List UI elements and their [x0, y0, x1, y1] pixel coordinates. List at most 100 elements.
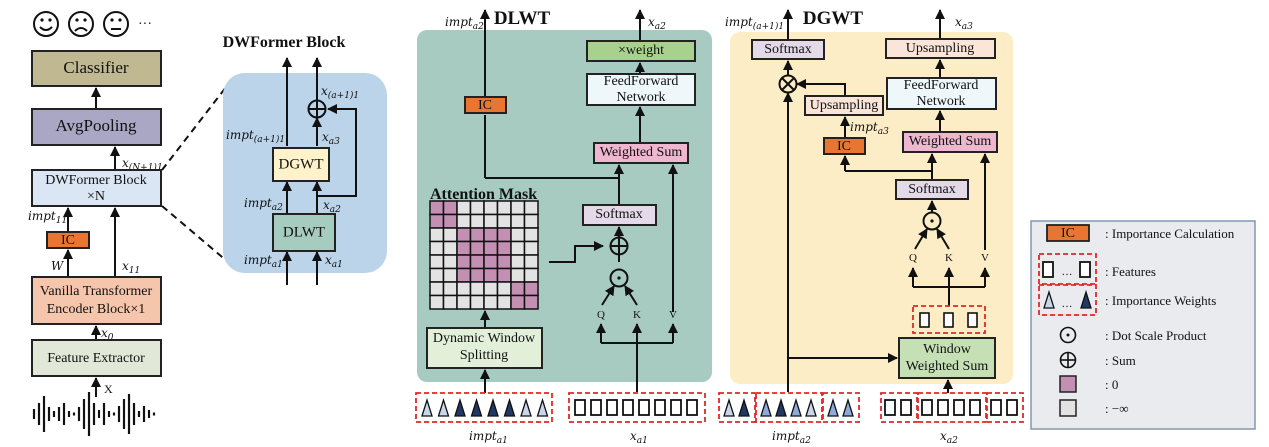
label-x-a3: xa3 [322, 130, 340, 147]
features-group [568, 392, 706, 423]
dwformer-block-box [31, 169, 162, 207]
mask-cell-neg-inf [456, 213, 472, 229]
label-W: W [51, 259, 65, 273]
importance-weight-dark [1080, 289, 1092, 309]
mask-cell-zero [442, 213, 458, 229]
vanilla-transformer-box [31, 276, 162, 325]
mask-cell-neg-inf [496, 213, 512, 229]
softmax-box [895, 179, 969, 200]
label-x-a2: xa2 [323, 198, 341, 215]
mask-cell-zero [483, 267, 499, 283]
weighted-sum-label: Weighted Sum [909, 134, 992, 149]
emotion-ellipsis: ··· [138, 17, 152, 32]
sum-operator-icon [307, 99, 327, 119]
importance-weight-light [723, 397, 735, 417]
mask-cell-zero [496, 227, 512, 243]
legend-label: : Features [1105, 264, 1156, 279]
importance-weights-groups [718, 392, 860, 423]
mask-cell-neg-inf [483, 200, 499, 216]
feature-token [670, 399, 682, 416]
mask-cell-zero [523, 281, 539, 297]
mask-cell-neg-inf [523, 213, 539, 229]
legend-label: : Sum [1105, 353, 1136, 368]
mask-cell-zero [483, 240, 499, 256]
importance-weight-dark [487, 397, 499, 417]
mask-cell-zero [469, 227, 485, 243]
query-label: Q [597, 309, 605, 321]
sum-operator-icon [609, 236, 629, 256]
dlwt-box [272, 213, 336, 252]
feature-token [590, 399, 602, 416]
dynamic-window-splitting-box [426, 327, 543, 369]
ellipsis: … [1062, 266, 1073, 278]
legend-label: : Importance Weights [1105, 293, 1216, 308]
classifier-label: Classifier [63, 58, 128, 77]
mask-cell-zero [483, 227, 499, 243]
importance-weights-group [415, 392, 553, 423]
softmax-top-label: Softmax [764, 42, 811, 57]
mask-cell-neg-inf [442, 254, 458, 270]
weighted-sum-label: Weighted Sum [600, 145, 683, 160]
mask-cell-neg-inf [510, 213, 526, 229]
dwformer-block-panel: DWFormer Block DGWT DLWT x(a+1)1 impt(a+… [223, 34, 387, 285]
importance-weights-row [421, 397, 549, 417]
avgpooling-box [31, 108, 162, 146]
softmax-label: Softmax [595, 207, 642, 222]
window-token [919, 312, 930, 328]
feature-token [921, 399, 933, 416]
mask-cell-zero [456, 227, 472, 243]
ffn-label-line2: Network [917, 94, 966, 109]
label-x-N1: x(N+1)1 [122, 156, 163, 173]
feature-token [990, 399, 1002, 416]
mask-cell-neg-inf [496, 200, 512, 216]
dlwt-panel-title: DLWT [494, 8, 551, 29]
zoom-line-bottom [161, 205, 229, 263]
mask-cell-neg-inf [442, 227, 458, 243]
dlwt-label-x-a1: xa1 [630, 429, 648, 446]
window-group [917, 392, 987, 423]
dlwt-label-impt-a1: impta1 [469, 429, 508, 446]
ic-box [823, 137, 866, 155]
legend: IC: Importance Calculation…: Features…: … [1030, 220, 1256, 430]
feature-extractor-box [31, 339, 162, 377]
label-x-11: x11 [122, 259, 140, 276]
dwformer-panel-title: DWFormer Block [223, 34, 346, 51]
dlwt-label-impt-a2: impta2 [445, 15, 484, 32]
classifier-box [31, 50, 162, 87]
dlwt-label-x-a2: xa2 [648, 15, 666, 32]
legend-background [1030, 220, 1256, 430]
mask-cell-zero [456, 254, 472, 270]
label-X: X [104, 382, 113, 396]
mask-cell-zero [510, 281, 526, 297]
vanilla-label-line1: Vanilla Transformer [40, 284, 153, 299]
feature-token [606, 399, 618, 416]
feedforward-network-box [886, 77, 997, 110]
mask-cell-neg-inf [429, 281, 445, 297]
feature-token [1079, 261, 1091, 278]
dgwt-panel-title: DGWT [803, 8, 864, 29]
importance-weight-dark [738, 397, 750, 417]
wws-label-line2: Weighted Sum [906, 359, 989, 374]
upsampling-box [804, 95, 884, 116]
legend-item: : −∞ [1059, 399, 1128, 417]
mask-cell-neg-inf [456, 281, 472, 297]
mask-cell-zero [510, 294, 526, 310]
importance-weight-mid [842, 397, 854, 417]
mask-cell-neg-inf [523, 200, 539, 216]
importance-weight-light [805, 397, 817, 417]
dwformer-block-multiplier: ×N [87, 189, 105, 204]
dgwt-label-x-a2: xa2 [940, 429, 958, 446]
legend-item: : Sum [1059, 351, 1136, 369]
mask-cell-zero [496, 267, 512, 283]
ic-box [46, 231, 90, 249]
importance-weight-mid [827, 397, 839, 417]
mask-cell-zero [496, 254, 512, 270]
legend-item: …: Importance Weights [1038, 284, 1216, 316]
weighted-sum-box [593, 142, 689, 164]
dot-product-operator-icon [609, 268, 629, 288]
label-impt-a2: impta2 [244, 196, 283, 213]
mask-cell-neg-inf [442, 281, 458, 297]
dot-product-icon [1059, 326, 1077, 344]
importance-weight-light [421, 397, 433, 417]
